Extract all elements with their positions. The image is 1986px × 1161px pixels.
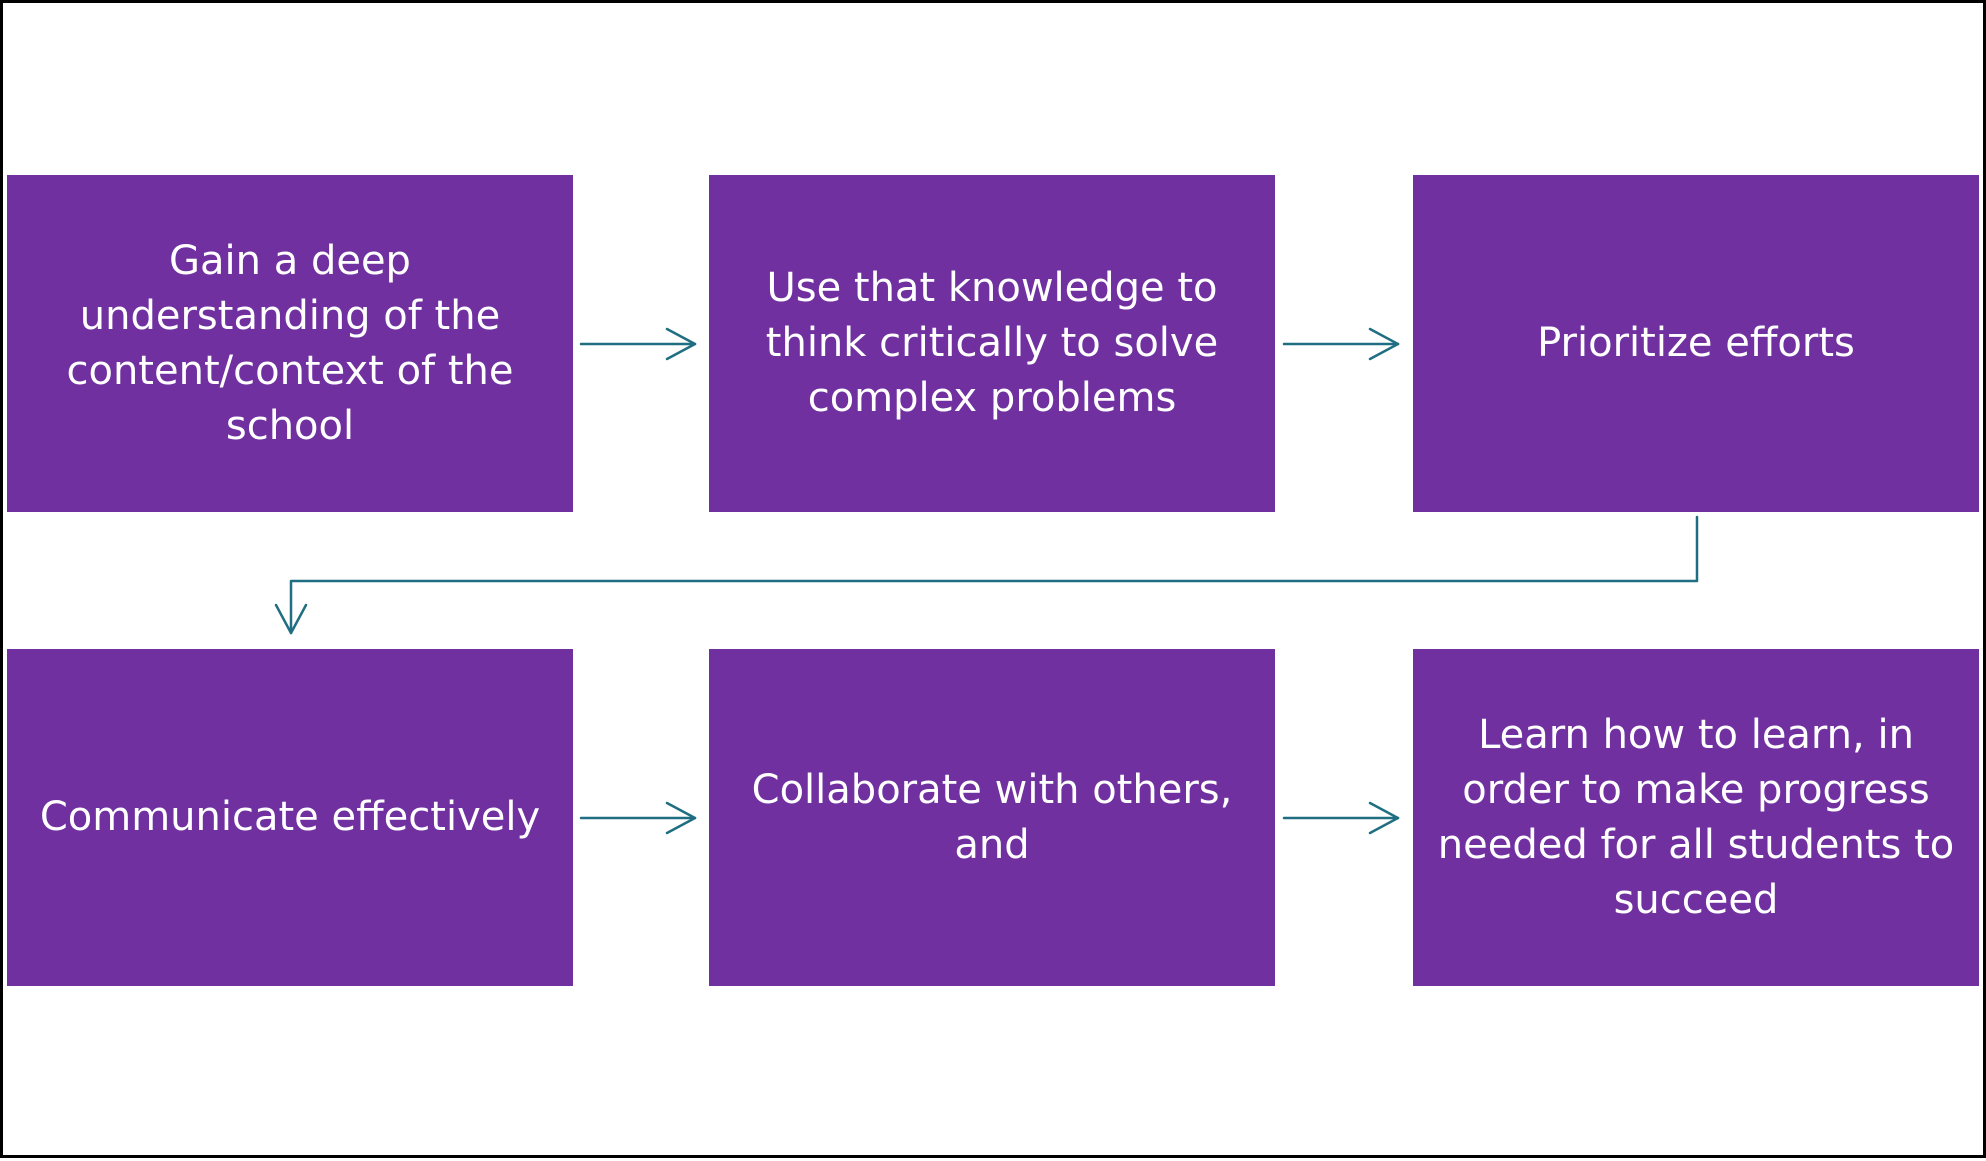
process-step-5-label: Collaborate with others, and [751, 766, 1233, 868]
arrow-step-5-to-step-6 [1282, 801, 1400, 835]
process-step-1: Gain a deep understanding of the content… [7, 175, 573, 512]
process-step-6: Learn how to learn, in order to make pro… [1413, 649, 1979, 986]
process-step-4: Communicate effectively [7, 649, 573, 986]
arrow-step-2-to-step-3 [1282, 327, 1400, 361]
arrow-step-4-to-step-5 [579, 801, 697, 835]
process-step-4-label: Communicate effectively [39, 794, 541, 840]
process-step-2-label: Use that knowledge to think critically t… [765, 265, 1219, 421]
process-step-6-label: Learn how to learn, in order to make pro… [1437, 711, 1955, 923]
process-step-2: Use that knowledge to think critically t… [709, 175, 1275, 512]
process-step-3: Prioritize efforts [1413, 175, 1979, 512]
arrow-step-3-to-step-4 [274, 515, 1699, 635]
process-step-3-label: Prioritize efforts [1537, 320, 1855, 366]
arrow-step-1-to-step-2 [579, 327, 697, 361]
process-step-1-label: Gain a deep understanding of the content… [66, 237, 514, 449]
process-step-5: Collaborate with others, and [709, 649, 1275, 986]
